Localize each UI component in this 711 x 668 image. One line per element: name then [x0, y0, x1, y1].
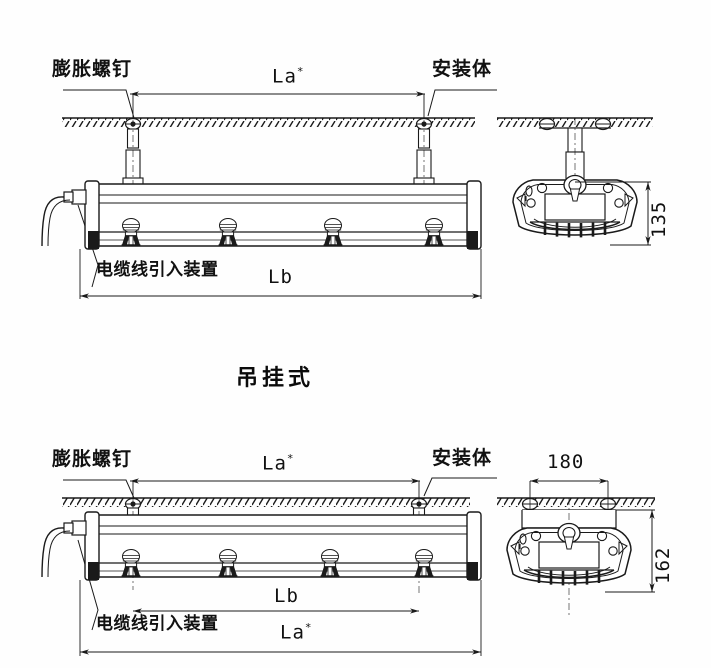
dimension-la-bottom	[130, 478, 420, 498]
cable-entry-device-bottom	[41, 520, 87, 578]
dimension-la-label-bottom: La*	[262, 453, 294, 473]
label-anchor-bolt-top: 膨胀螺钉	[52, 58, 133, 80]
dimension-lb-top	[79, 249, 482, 299]
dimension-la-label-top: La*	[272, 66, 304, 86]
dimension-162-label: 162	[652, 546, 674, 584]
fixture-endview-bottom	[505, 497, 633, 615]
label-anchor-bolt-bottom: 膨胀螺钉	[52, 448, 133, 470]
dimension-la-overall-value: La	[280, 621, 305, 644]
dimension-la-asterisk-bottom: *	[286, 452, 294, 465]
suspension-rod-left-top	[122, 117, 144, 187]
ceiling-bottom-main	[62, 497, 470, 507]
dimension-la-overall-asterisk: *	[304, 621, 312, 634]
ceiling-top-main	[62, 117, 475, 127]
fixture-body-bottom	[84, 511, 482, 581]
cable-entry-device-top	[41, 189, 87, 247]
dimension-la-overall-label: La*	[280, 622, 312, 642]
label-mounting-body-top: 安装体	[432, 58, 493, 80]
dimension-135-label: 135	[648, 200, 670, 238]
dimension-lb-label-bottom: Lb	[274, 585, 299, 607]
section-title: 吊挂式	[236, 366, 315, 391]
dimension-162	[605, 509, 655, 593]
dimension-la-top	[130, 91, 425, 118]
label-cable-entry-top: 电缆线引入装置	[96, 260, 219, 280]
dimension-la-value-bottom: La	[262, 452, 287, 475]
dimension-180-label: 180	[547, 451, 585, 473]
ceiling-bottom-endview	[497, 497, 655, 507]
fixture-endview-top	[511, 117, 639, 239]
fixture-body-top	[84, 180, 482, 250]
dimension-la-asterisk-top: *	[296, 65, 304, 78]
dimension-135	[575, 181, 651, 246]
suspension-rod-right-top	[413, 117, 435, 187]
suspended-mount-diagram	[41, 89, 653, 299]
dimension-la-value-top: La	[272, 65, 297, 88]
dimension-180	[529, 478, 609, 498]
surface-mount-diagram	[41, 477, 655, 656]
label-mounting-body-bottom: 安装体	[432, 447, 493, 469]
dimension-lb-label-top: Lb	[268, 266, 293, 288]
dimension-la-overall-bottom	[79, 580, 482, 656]
label-cable-entry-bottom: 电缆线引入装置	[96, 614, 219, 634]
